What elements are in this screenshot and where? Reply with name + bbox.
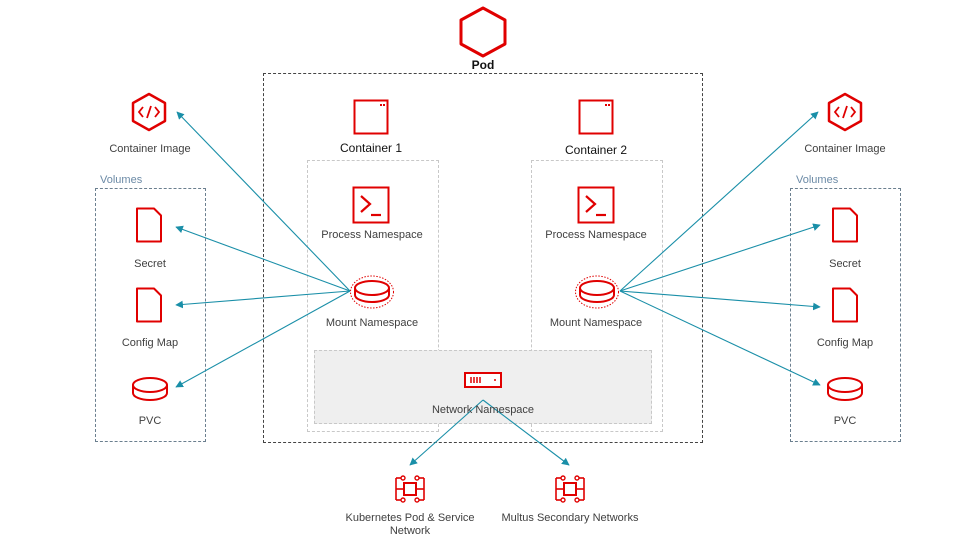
arrow-mount2-to-configmap [619, 290, 821, 311]
container-image-right-label: Container Image [804, 143, 886, 155]
arrow-mount2-to-pvc [619, 290, 821, 386]
container-2-label: Container 2 [564, 143, 628, 157]
terminal-icon [352, 186, 390, 224]
arrow-mount1-to-image [176, 111, 351, 292]
arrow-mount2-to-secret [619, 223, 821, 292]
pod-boundary [263, 73, 703, 443]
terminal-icon [577, 186, 615, 224]
container-icon [353, 99, 389, 135]
secret-right-label: Secret [829, 258, 861, 270]
pvc-left-label: PVC [138, 415, 162, 427]
document-icon [832, 287, 858, 323]
arrow-network-to-k8s [409, 399, 484, 466]
hexagon-icon [459, 6, 507, 58]
volumes-box-right [790, 188, 901, 442]
arrow-mount1-to-pvc [175, 290, 351, 388]
code-hexagon-icon [827, 92, 863, 132]
secret-left-label: Secret [134, 258, 166, 270]
multus-network-label: Multus Secondary Networks [501, 512, 639, 524]
network-namespace-label: Network Namespace [431, 404, 535, 416]
configmap-left-label: Config Map [121, 337, 179, 349]
arrow-mount1-to-configmap [175, 290, 351, 309]
container-2-boundary [531, 160, 663, 432]
disk-icon [350, 275, 394, 309]
mount-namespace-1-label: Mount Namespace [325, 317, 419, 329]
volumes-box-left [95, 188, 206, 442]
mount-namespace-2-label: Mount Namespace [549, 317, 643, 329]
arrow-mount1-to-secret [175, 225, 351, 292]
container-1-label: Container 1 [339, 141, 403, 155]
configmap-right-label: Config Map [816, 337, 874, 349]
arrow-network-to-multus [482, 399, 570, 466]
disk-icon [575, 275, 619, 309]
code-hexagon-icon [131, 92, 167, 132]
network-switch-icon [395, 475, 425, 503]
document-icon [832, 207, 858, 243]
arrow-mount2-to-image [619, 111, 819, 292]
container-image-left-label: Container Image [109, 143, 191, 155]
disk-icon [132, 377, 168, 401]
network-switch-icon [555, 475, 585, 503]
process-namespace-2-label: Process Namespace [545, 229, 647, 241]
document-icon [136, 207, 162, 243]
volumes-left-title: Volumes [100, 174, 143, 186]
disk-icon [827, 377, 863, 401]
container-1-boundary [307, 160, 439, 432]
volumes-right-title: Volumes [796, 174, 839, 186]
network-card-icon [464, 372, 502, 388]
container-icon [578, 99, 614, 135]
pvc-right-label: PVC [833, 415, 857, 427]
process-namespace-1-label: Process Namespace [321, 229, 423, 241]
document-icon [136, 287, 162, 323]
k8s-network-label: Kubernetes Pod & Service Network [345, 512, 475, 537]
pod-label: Pod [471, 58, 495, 72]
